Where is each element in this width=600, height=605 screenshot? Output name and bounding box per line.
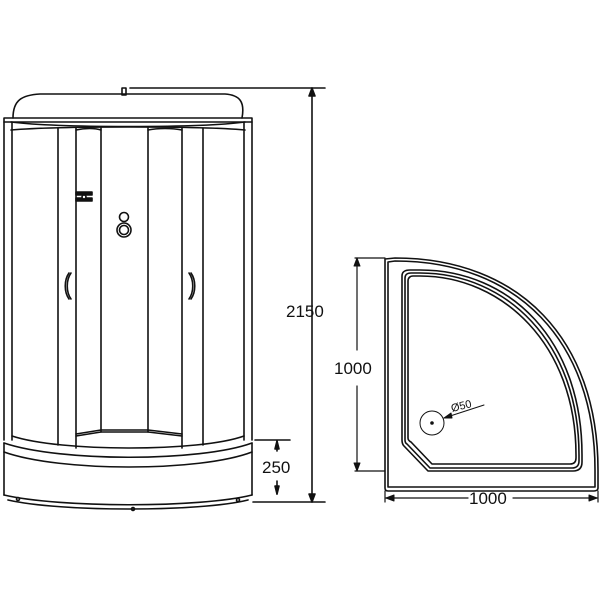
dimension-total-height — [129, 87, 326, 503]
plan-view — [384, 257, 599, 492]
roof-dome — [12, 93, 244, 119]
dimension-plan-width — [384, 490, 599, 503]
drain-diameter-label: Ø50 — [450, 398, 473, 415]
door-handle-right — [188, 272, 194, 300]
door-handle-left — [64, 272, 70, 300]
roof-vent — [121, 87, 127, 96]
tray-outline-outer — [384, 257, 599, 492]
total-height-label: 2150 — [286, 302, 324, 321]
front-view — [3, 87, 253, 512]
plan-depth-label: 1000 — [334, 359, 372, 378]
dimension-plan-depth — [353, 257, 386, 472]
shower-mixer-icon — [75, 191, 93, 202]
dimension-tray-height — [254, 439, 291, 495]
plan-width-label: 1000 — [469, 489, 507, 508]
tray-height-label: 250 — [262, 458, 290, 477]
roof-rim — [3, 117, 253, 123]
drain-icon — [419, 410, 445, 436]
shower-head-control-icon — [116, 211, 132, 238]
